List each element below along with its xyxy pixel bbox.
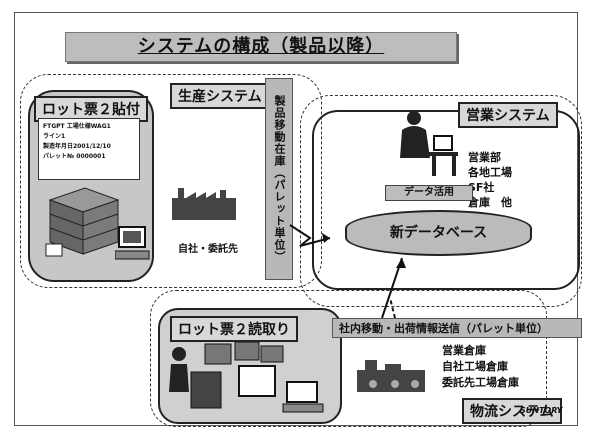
production-region [20,74,322,288]
department-item: SF社 [468,181,495,194]
sales-panel [312,110,580,290]
factory-label: 自社・委託先 [178,244,238,255]
operator-icon [400,111,458,176]
lot-card-line: 製造年月日2001/12/10 [43,143,111,150]
production-to-db-arrow [289,224,331,247]
data-use-label: データ活用 [385,185,473,201]
production-transfer-bar: 製品移動在庫（パレット単位） [265,78,293,280]
lot-card-line: パレット№ 0000001 [43,153,106,160]
computer-icon [115,226,150,260]
department-item: 倉庫 他 [468,196,512,209]
lot-card-line: ライン1 [43,133,66,140]
warehouse-item: 自社工場倉庫 [442,360,508,373]
lot-card: FTGPT 工場仕様WAG1 ライン1 製造年月日2001/12/10 パレット… [38,118,140,180]
department-item: 営業部 [468,151,501,164]
lot-attach-label: ロット票２貼付 [34,96,148,122]
production-system-label: 生産システム [170,83,270,109]
sales-region [300,95,582,307]
lot-card-line: FTGPT 工場仕様WAG1 [43,123,111,130]
warehouse-item: 委託先工場倉庫 [442,376,519,389]
new-database-cylinder: 新データベース [345,210,532,256]
warehouse-icon [357,360,425,392]
warehouse-list: 営業倉庫 自社工場倉庫 委託先工場倉庫 [442,343,519,391]
logistics-transfer-bar: 社内移動・出荷情報送信（パレット単位） [332,318,582,338]
sales-system-label: 営業システム [458,102,558,128]
pallet-stack-illustration [45,187,120,257]
slide-title: システムの構成（製品以降） [65,32,457,62]
warehouse-worker-illustration [169,342,324,413]
suntory-logo: SUNTORY [520,406,563,415]
warehouse-item: 営業倉庫 [442,344,486,357]
department-item: 各地工場 [468,166,512,179]
factory-icon [172,188,236,220]
lot-read-label: ロット票２読取り [170,316,298,342]
logistics-region [150,290,547,427]
sales-departments: 営業部 各地工場 SF社 倉庫 他 [468,150,512,210]
logistics-system-label: 物流システム [462,398,562,424]
